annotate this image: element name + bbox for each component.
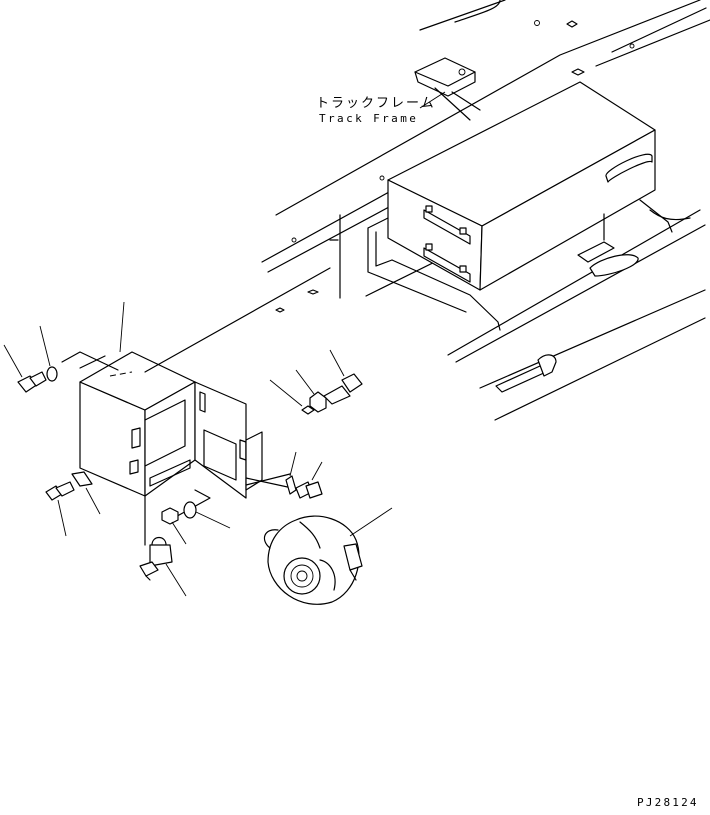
nut-right <box>309 391 327 413</box>
washer-right <box>301 405 315 415</box>
drawing-code: PJ28124 <box>637 796 699 809</box>
track-frame <box>261 0 710 421</box>
battery-box <box>367 81 656 331</box>
motor-unit <box>263 515 363 605</box>
leader-lines <box>3 301 393 597</box>
padlock <box>139 536 173 581</box>
clip-lower-left <box>71 471 93 487</box>
bolt-lower-left <box>45 481 75 501</box>
track-frame-label-en: Track Frame <box>319 112 419 125</box>
nut-lower <box>161 507 179 525</box>
washer-upper-left <box>46 366 58 382</box>
clip-right <box>285 475 297 495</box>
bolt-right <box>323 373 363 405</box>
fasteners <box>17 366 363 581</box>
bolt-upper-left <box>17 371 47 393</box>
cover-box <box>61 267 331 546</box>
track-frame-label-jp: トラックフレーム <box>316 96 436 111</box>
bolt-lower-right <box>295 481 323 499</box>
washer-lower <box>183 501 197 519</box>
